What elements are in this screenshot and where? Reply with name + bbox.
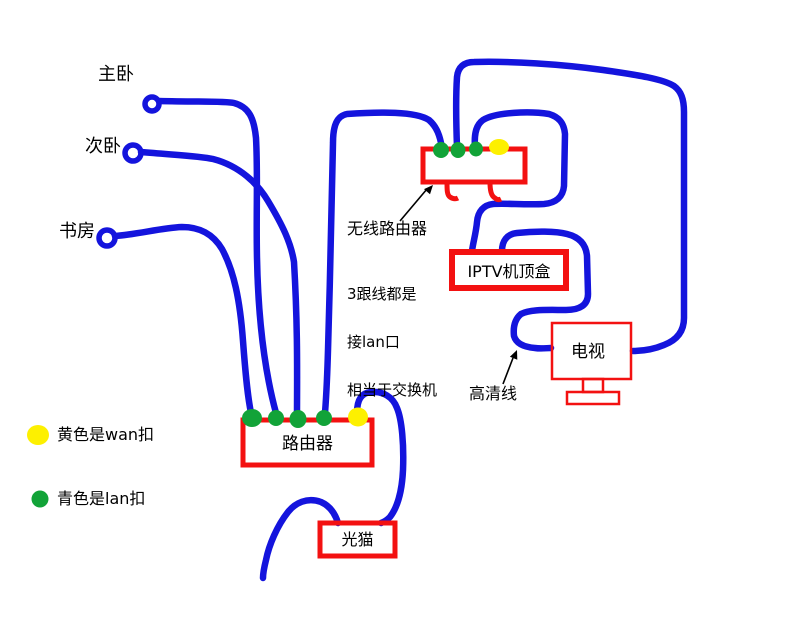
study-label: 书房 bbox=[59, 221, 95, 242]
cable-router-wan-to-modem bbox=[353, 388, 407, 527]
switch-note-line: 3跟线都是 bbox=[347, 285, 417, 303]
wan-port-dot bbox=[348, 407, 368, 427]
cable-hd-iptv-to-tv bbox=[498, 228, 592, 352]
lan-port-dot bbox=[316, 410, 332, 426]
modem-label: 光猫 bbox=[341, 530, 374, 549]
tv-stand-neck bbox=[581, 377, 605, 394]
lan-port-dot bbox=[242, 409, 262, 427]
router-label: 路由器 bbox=[282, 433, 333, 454]
second-bedroom-label: 次卧 bbox=[85, 136, 121, 157]
cable-wireless-router-to-tv bbox=[453, 58, 688, 355]
wireless-router-leg-left bbox=[444, 181, 460, 202]
master-bedroom-label: 主卧 bbox=[98, 64, 134, 85]
lan-port-dot bbox=[268, 410, 284, 426]
cable-second-bedroom-to-router bbox=[137, 148, 301, 417]
lan-port-dot bbox=[469, 141, 483, 157]
switch-note-line: 相当于交换机 bbox=[347, 381, 438, 399]
cable-wireless-router-to-iptv bbox=[468, 109, 569, 255]
hd-cable-arrow bbox=[502, 357, 514, 385]
cable-master-bedroom-to-router bbox=[155, 97, 280, 417]
legend-wan-label: 黄色是wan扣 bbox=[57, 425, 155, 444]
lan-port-dot bbox=[450, 142, 466, 158]
iptv-box bbox=[449, 249, 569, 291]
switch-note-line: 接lan口 bbox=[347, 333, 400, 351]
switch-note: 3跟线都是 接lan口 相当于交换机 bbox=[347, 254, 437, 430]
wireless-router-arrowhead bbox=[424, 185, 433, 195]
legend-lan-label: 青色是lan扣 bbox=[57, 489, 146, 508]
tv-label: 电视 bbox=[571, 341, 605, 362]
hd-cable-arrowhead bbox=[509, 350, 518, 360]
modem-box bbox=[317, 520, 398, 559]
router-box bbox=[240, 417, 375, 468]
cable-study-to-router bbox=[111, 223, 255, 417]
cable-wireless-router-to-router bbox=[321, 109, 446, 417]
lan-port-dot bbox=[433, 142, 449, 158]
lan-port-dot bbox=[289, 410, 307, 428]
hd-cable-label: 高清线 bbox=[469, 384, 518, 403]
wireless-router-leg-right bbox=[487, 181, 503, 203]
wan-port-swatch bbox=[27, 425, 49, 445]
iptv-box-label: IPTV机顶盒 bbox=[467, 262, 551, 281]
wan-port-dot bbox=[489, 139, 509, 155]
cable-modem-fiber bbox=[259, 496, 342, 582]
tv-stand-base bbox=[565, 390, 621, 406]
wireless-router-label: 无线路由器 bbox=[347, 219, 428, 238]
lan-port-swatch bbox=[31, 490, 49, 508]
wireless-router-arrow bbox=[399, 188, 428, 222]
